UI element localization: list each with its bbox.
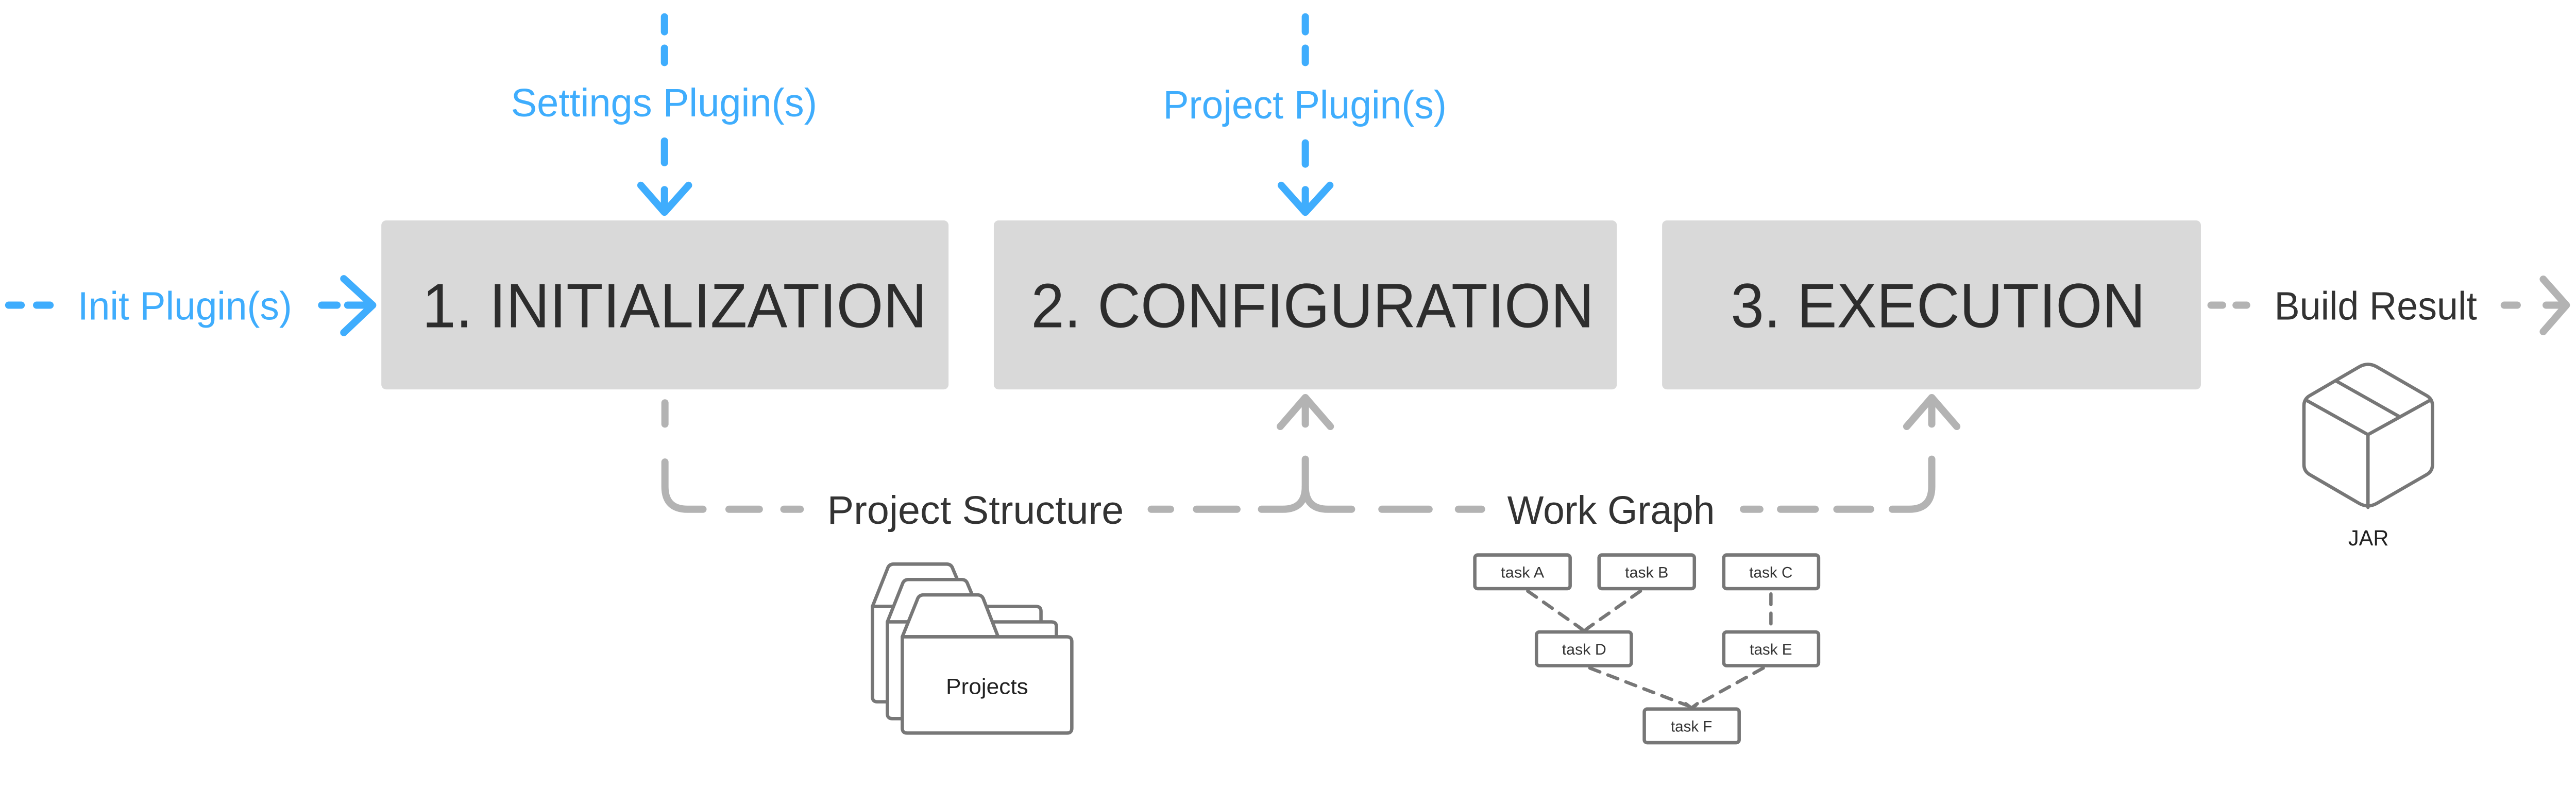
phase-box-initialization bbox=[381, 220, 949, 390]
task-label: task E bbox=[1750, 641, 1792, 658]
project-structure-label: Project Structure bbox=[827, 489, 1124, 533]
settings-plugins-label: Settings Plugin(s) bbox=[511, 81, 817, 125]
folder-stack-icon: Projects bbox=[871, 562, 1074, 735]
arrow-down-icon bbox=[1277, 181, 1334, 216]
phase-label-initialization: 1. INITIALIZATION bbox=[422, 271, 927, 341]
arrow-head bbox=[1277, 393, 1334, 431]
work-graph-label: Work Graph bbox=[1507, 489, 1715, 533]
task-label: task A bbox=[1501, 564, 1544, 581]
task-box bbox=[1722, 553, 1821, 591]
arrow-head bbox=[637, 181, 692, 216]
project-plugins-input: Project Plugin(s) bbox=[1163, 13, 1447, 216]
work-graph-flow: Work Graph bbox=[1301, 393, 1961, 533]
task-box bbox=[1597, 553, 1697, 591]
task-label: task F bbox=[1671, 718, 1712, 735]
task-label: task C bbox=[1749, 564, 1792, 581]
folder-body bbox=[901, 635, 1074, 735]
phase-label-configuration: 2. CONFIGURATION bbox=[1031, 271, 1594, 341]
projects-label: Projects bbox=[946, 675, 1028, 699]
folder-tab bbox=[901, 593, 1000, 639]
task-node: task A bbox=[1473, 553, 1572, 591]
arrow-up-icon bbox=[1903, 393, 1961, 431]
arrow-head bbox=[1277, 181, 1334, 216]
junction-segment bbox=[1301, 483, 1355, 513]
init-plugins-label: Init Plugin(s) bbox=[78, 285, 292, 329]
task-node: task F bbox=[1642, 707, 1741, 745]
task-label: task B bbox=[1625, 564, 1668, 581]
arrow-right-icon bbox=[340, 275, 377, 336]
task-box bbox=[1473, 553, 1572, 591]
arrow-head bbox=[340, 275, 377, 336]
edge-task-b-to-task-d bbox=[1585, 589, 1642, 630]
corner-segment bbox=[661, 458, 707, 513]
project-plugins-label: Project Plugin(s) bbox=[1163, 83, 1446, 127]
folder-icon bbox=[901, 593, 1074, 735]
arrow-head bbox=[1903, 393, 1961, 431]
init-plugins-input: Init Plugin(s) bbox=[5, 275, 377, 336]
phase-configuration: 2. CONFIGURATION bbox=[993, 220, 1617, 390]
arrow-right-icon bbox=[2539, 276, 2570, 335]
arrow-up-icon bbox=[1277, 393, 1334, 431]
edge-task-a-to-task-d bbox=[1526, 589, 1583, 630]
box-tape-line bbox=[2334, 379, 2402, 419]
build-result-output: Build Result bbox=[2207, 276, 2570, 335]
work-graph-tasks: task A task B task C task D task E task … bbox=[1473, 553, 1821, 745]
phase-execution: 3. EXECUTION bbox=[1662, 220, 2201, 390]
phase-initialization: 1. INITIALIZATION bbox=[381, 220, 949, 390]
task-node: task B bbox=[1597, 553, 1697, 591]
arrow-head bbox=[2539, 276, 2570, 335]
box-outline bbox=[2302, 363, 2434, 508]
project-structure-flow: Project Structure bbox=[661, 393, 1334, 533]
build-result-label: Build Result bbox=[2274, 285, 2477, 329]
task-node: task D bbox=[1534, 630, 1633, 667]
jar-label: JAR bbox=[2348, 526, 2389, 551]
task-node: task C bbox=[1722, 553, 1821, 591]
arrow-down-icon bbox=[637, 181, 692, 216]
gradle-build-lifecycle-diagram: 1. INITIALIZATION 2. CONFIGURATION 3. EX… bbox=[5, 13, 2570, 745]
edge-task-d-to-task-f bbox=[1588, 666, 1689, 708]
corner-segment bbox=[1888, 455, 1936, 513]
task-box bbox=[1642, 707, 1741, 745]
task-node: task E bbox=[1722, 630, 1821, 667]
task-label: task D bbox=[1562, 641, 1606, 658]
settings-plugins-input: Settings Plugin(s) bbox=[511, 13, 817, 216]
package-box-icon: JAR bbox=[2302, 363, 2434, 551]
phase-box-execution bbox=[1662, 220, 2201, 390]
task-box bbox=[1534, 630, 1633, 667]
phase-box-configuration bbox=[993, 220, 1617, 390]
phase-label-execution: 3. EXECUTION bbox=[1731, 271, 2145, 341]
task-box bbox=[1722, 630, 1821, 667]
edge-task-e-to-task-f bbox=[1693, 666, 1765, 708]
